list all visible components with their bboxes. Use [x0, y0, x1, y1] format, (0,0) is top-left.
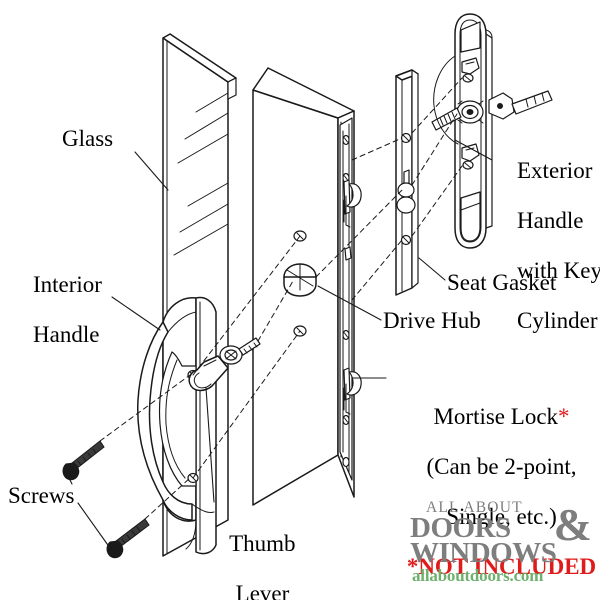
label-glass: Glass: [62, 126, 114, 151]
part-seat-gasket: [395, 69, 419, 296]
label-screws: Screws: [8, 483, 75, 508]
leader-drive-hub: [317, 285, 382, 321]
label-drive-hub: Drive Hub: [383, 308, 481, 333]
label-thumb-lever-line2: Lever: [235, 581, 290, 600]
part-mortise-lock: [339, 117, 362, 481]
logo-line-doors: DOORS: [410, 512, 511, 544]
label-thumb-lever-line1: Thumb: [229, 531, 296, 556]
leader-interior-handle: [111, 296, 161, 331]
key: [488, 90, 553, 120]
label-interior-handle: Interior Handle: [10, 247, 102, 372]
label-mortise-lock-asterisk: *: [558, 404, 570, 429]
logo-ampersand: &: [553, 499, 592, 550]
label-mortise-lock: Mortise Lock: [433, 404, 559, 429]
brand-logo: & ALL ABOUT DOORS WINDOWS allaboutdoors.…: [408, 499, 596, 586]
part-exterior-handle: [431, 13, 553, 249]
label-not-included: *NOT INCLUDED: [406, 554, 597, 579]
label-exterior-handle-line1: Exterior: [517, 158, 593, 183]
logo-line-all-about: ALL ABOUT: [426, 499, 523, 516]
leader-exterior-handle: [454, 139, 493, 161]
part-screws: [62, 440, 150, 559]
label-exterior-handle-line3: with Key: [517, 258, 600, 283]
label-interior-handle-line2: Handle: [33, 322, 100, 347]
label-interior-handle-line1: Interior: [33, 272, 102, 297]
leader-screws-2: [77, 502, 111, 549]
label-exterior-handle: Exterior Handle with Key Cylinder: [494, 133, 600, 358]
label-seat-gasket: Seat Gasket: [447, 270, 557, 295]
part-thumb-lever: [188, 337, 261, 392]
leader-thumb-lever: [205, 387, 215, 503]
part-drive-hub: [283, 263, 317, 297]
logo-line-windows: WINDOWS: [410, 537, 557, 569]
leader-lines: [65, 139, 493, 549]
label-exterior-handle-line2: Handle: [517, 208, 584, 233]
leader-seat-gasket: [418, 257, 446, 281]
logo-url: allaboutdoors.com: [412, 566, 544, 585]
label-mortise-note-line2: Single, etc.): [446, 504, 557, 529]
label-mortise-note-line1: (Can be 2-point,: [426, 454, 577, 479]
label-exterior-handle-line4: Cylinder: [517, 308, 598, 333]
label-thumb-lever: Thumb Lever: [196, 506, 306, 600]
leader-screws: [65, 471, 73, 485]
leader-glass: [134, 151, 169, 191]
label-mortise-lock-block: Mortise Lock* (Can be 2-point, Single, e…: [383, 379, 597, 600]
